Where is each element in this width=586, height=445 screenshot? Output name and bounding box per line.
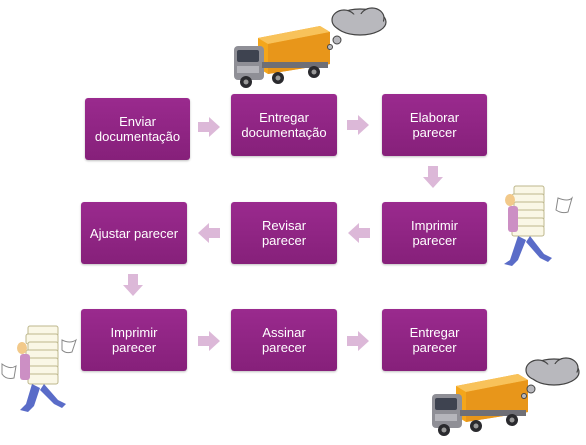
step-imprimir-parecer-1: Imprimir parecer [382, 202, 487, 264]
arrow-left-icon [348, 223, 370, 243]
step-revisar-parecer: Revisar parecer [231, 202, 337, 264]
step-entregar-parecer: Entregar parecer [382, 309, 487, 371]
arrow-down-icon [423, 166, 443, 188]
step-imprimir-parecer-2: Imprimir parecer [81, 309, 187, 371]
truck-icon [234, 26, 330, 88]
arrow-right-icon [347, 331, 369, 351]
arrow-left-icon [198, 223, 220, 243]
thought-cloud-icon [327, 7, 387, 50]
arrow-right-icon [347, 115, 369, 135]
truck-icon [432, 374, 528, 436]
paper-carrier-icon [504, 185, 574, 266]
arrow-right-icon [198, 117, 220, 137]
thought-cloud-icon [521, 357, 580, 399]
step-entregar-documentacao: Entregar documentação [231, 94, 337, 156]
step-assinar-parecer: Assinar parecer [231, 309, 337, 371]
step-enviar-documentacao: Enviar documentação [85, 98, 190, 160]
step-ajustar-parecer: Ajustar parecer [81, 202, 187, 264]
step-elaborar-parecer: Elaborar parecer [382, 94, 487, 156]
paper-carrier-icon [1, 325, 77, 412]
arrow-right-icon [198, 331, 220, 351]
arrow-down-icon [123, 274, 143, 296]
